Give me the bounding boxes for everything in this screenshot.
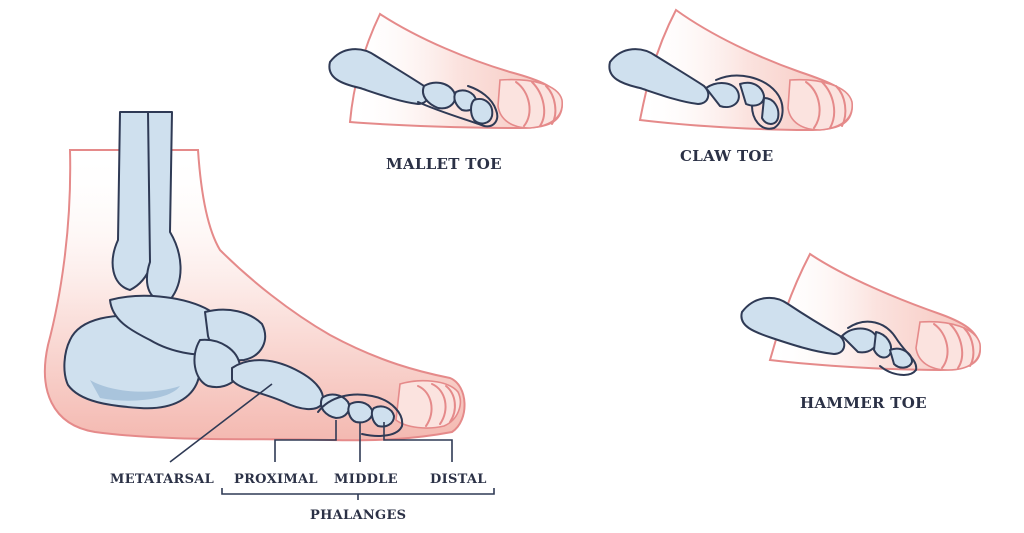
label-middle: MIDDLE <box>334 472 398 487</box>
proximal-phalanx <box>320 393 351 419</box>
main-foot-toes <box>395 379 462 429</box>
title-claw-toe: CLAW TOE <box>680 147 774 165</box>
title-hammer-toe: HAMMER TOE <box>800 394 927 412</box>
title-mallet-toe: MALLET TOE <box>386 155 502 173</box>
anatomy-leader-lines <box>169 383 495 500</box>
anatomy-labels: METATARSAL PROXIMAL MIDDLE DISTAL PHALAN… <box>110 472 487 523</box>
label-distal: DISTAL <box>430 472 487 487</box>
label-proximal: PROXIMAL <box>234 472 318 487</box>
claw-toe-illustration: CLAW TOE <box>608 8 854 165</box>
distal-phalanx <box>370 405 395 428</box>
hammer-toe-illustration: HAMMER TOE <box>740 252 982 412</box>
middle-phalanx <box>347 401 374 424</box>
mallet-toe-illustration: MALLET TOE <box>328 12 564 173</box>
label-metatarsal: METATARSAL <box>110 472 214 487</box>
main-foot-illustration <box>44 111 466 442</box>
label-phalanges: PHALANGES <box>310 508 406 523</box>
